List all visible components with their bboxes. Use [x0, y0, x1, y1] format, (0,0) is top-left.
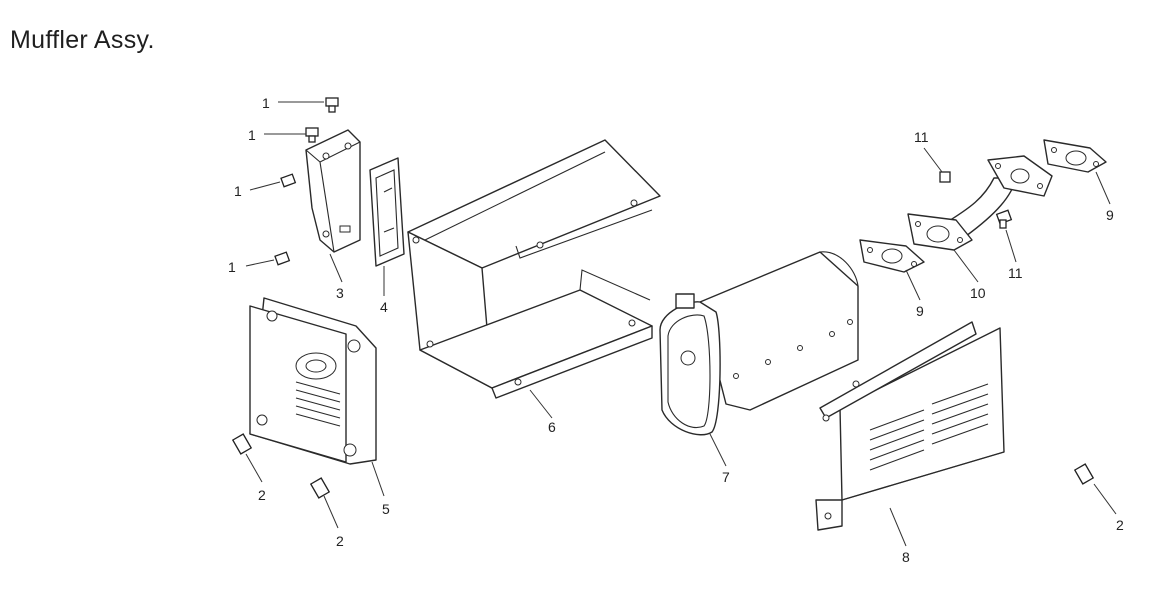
callout-1: 1: [248, 127, 256, 143]
bolt-2c: [1073, 463, 1095, 485]
part-4-gasket: [369, 157, 405, 267]
bolt-1d: [274, 251, 291, 266]
diagram-title: Muffler Assy.: [10, 26, 155, 54]
callout-2: 2: [1116, 517, 1124, 533]
part-9-gasket-left: [859, 239, 925, 273]
part-3-bracket: [305, 129, 361, 253]
part-10-exhaust-pipe: [907, 155, 1053, 251]
nut-11a: [939, 171, 951, 183]
callout-2: 2: [258, 487, 266, 503]
callout-1: 1: [234, 183, 242, 199]
callout-3: 3: [336, 285, 344, 301]
leader-lines: [245, 101, 1117, 547]
bolt-2b: [309, 477, 331, 499]
callout-8: 8: [902, 549, 910, 565]
callout-11: 11: [1008, 265, 1023, 281]
part-9-gasket-right: [1043, 139, 1107, 173]
part-7-muffler: [659, 251, 859, 436]
part-6-muffler-housing: [407, 139, 661, 399]
callout-1: 1: [262, 95, 270, 111]
callout-9: 9: [1106, 207, 1114, 223]
bolt-11b: [995, 209, 1013, 229]
callout-7: 7: [722, 469, 730, 485]
callout-5: 5: [382, 501, 390, 517]
bolt-1a: [325, 97, 339, 113]
part-5-muffler-cover: [249, 297, 377, 465]
callout-2: 2: [336, 533, 344, 549]
bolt-2a: [231, 433, 253, 455]
callout-labels: 1 1 1 1 2 2 2 3 4 5 6 7 8 9 9 10 11 11: [228, 95, 1124, 565]
callout-10: 10: [970, 285, 986, 301]
callout-6: 6: [548, 419, 556, 435]
callout-11: 11: [914, 129, 929, 145]
bolt-1b: [305, 127, 319, 143]
callout-1: 1: [228, 259, 236, 275]
callout-4: 4: [380, 299, 388, 315]
bolt-1c: [280, 173, 297, 188]
callout-9: 9: [916, 303, 924, 319]
part-8-muffler-guard: [815, 321, 1005, 531]
